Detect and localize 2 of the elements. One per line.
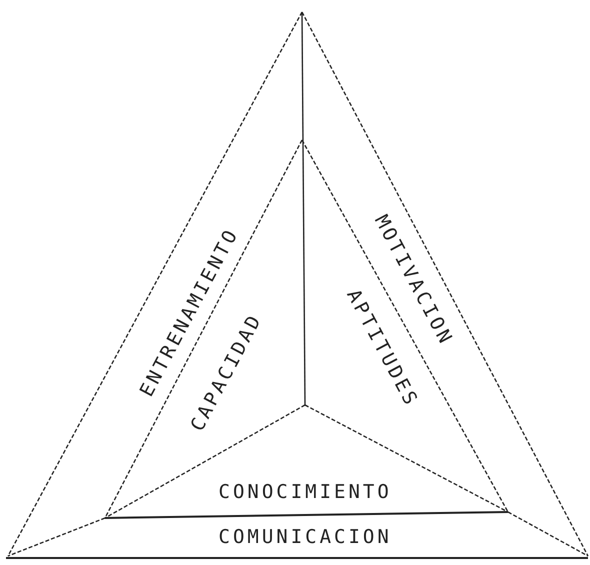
region-label: COMUNICACION — [218, 528, 392, 546]
region-label: CONOCIMIENTO — [218, 482, 392, 502]
